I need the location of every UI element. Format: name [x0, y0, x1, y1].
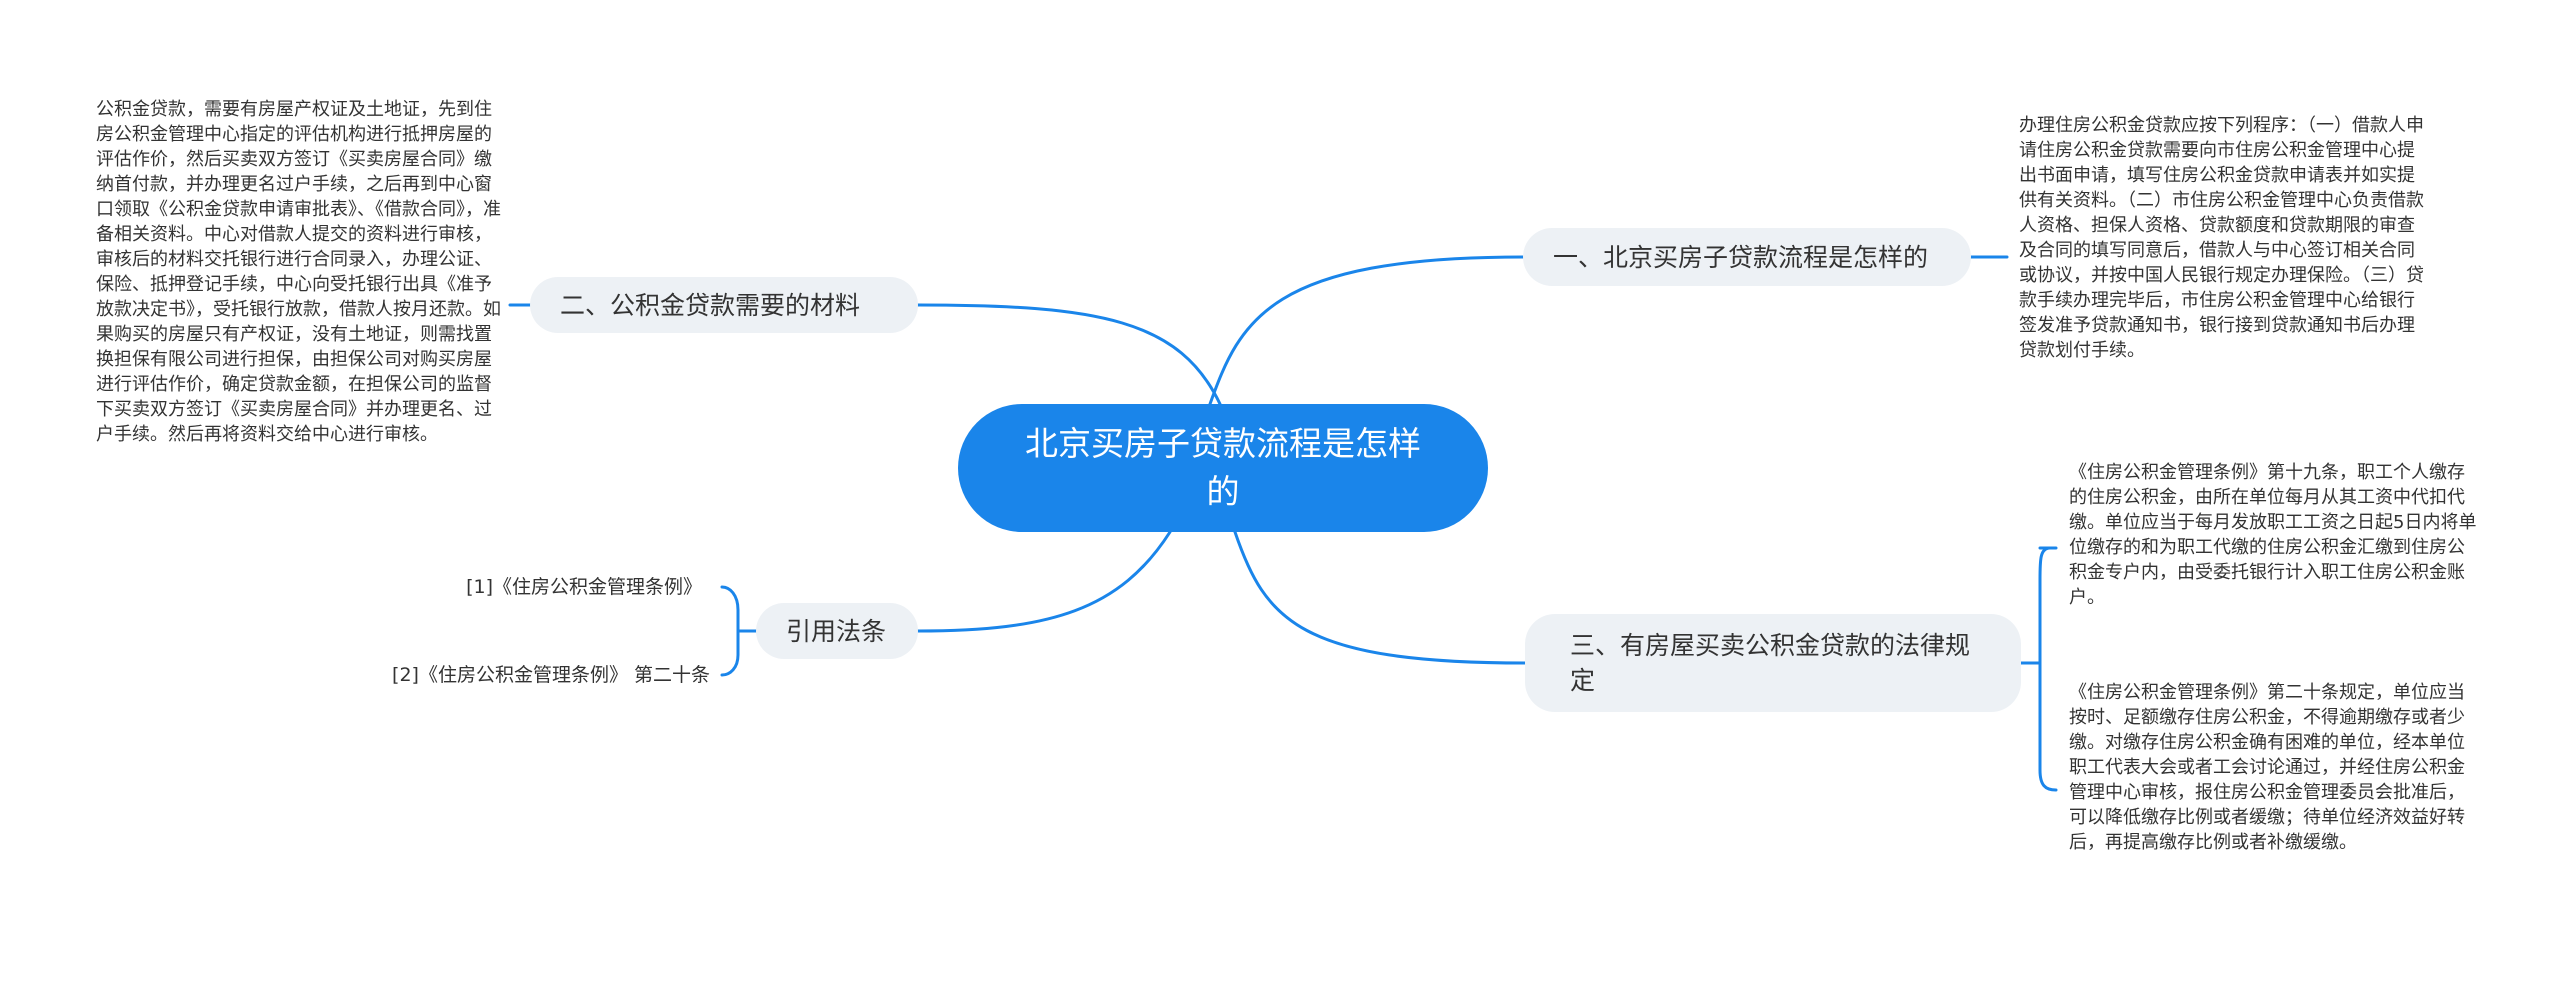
leaf-text-procedure: 办理住房公积金贷款应按下列程序：（一）借款人申请住房公积金贷款需要向市住房公积金… [2019, 115, 2424, 361]
root-topic[interactable]: 北京买房子贷款流程是怎样的 [958, 404, 1488, 532]
connector-root-branch-3 [1233, 530, 1527, 665]
connector-root-branch-4 [916, 530, 1172, 633]
reference-1: [1]《住房公积金管理条例》 [466, 576, 702, 598]
branch-topic-1-label: 一、北京买房子贷款流程是怎样的 [1553, 242, 1929, 272]
connector-root-branch-1 [1208, 255, 1525, 406]
branch-topic-2-label: 二、公积金贷款需要的材料 [560, 290, 861, 320]
root-topic-label: 北京买房子贷款流程是怎样的 [1025, 424, 1421, 511]
reference-2: [2]《住房公积金管理条例》 第二十条 [392, 664, 710, 686]
leaf-text-article-19: 《住房公积金管理条例》第十九条，职工个人缴存的住房公积金，由所在单位每月从其工资… [2069, 462, 2477, 608]
connector-branch-4-bracket [720, 585, 758, 677]
branch-topic-4-label: 引用法条 [786, 616, 887, 646]
connector-branch-3-bracket [2019, 546, 2058, 792]
connector-root-branch-2 [916, 303, 1222, 406]
branch-topic-1[interactable]: 一、北京买房子贷款流程是怎样的 [1523, 228, 1971, 286]
branch-topic-3[interactable]: 三、有房屋买卖公积金贷款的法律规定 [1525, 614, 2021, 712]
leaf-text-materials: 公积金贷款，需要有房屋产权证及土地证，先到住房公积金管理中心指定的评估机构进行抵… [96, 99, 501, 445]
branch-topic-4[interactable]: 引用法条 [756, 603, 918, 659]
branch-topic-2[interactable]: 二、公积金贷款需要的材料 [530, 277, 918, 333]
leaf-text-article-20: 《住房公积金管理条例》第二十条规定，单位应当按时、足额缴存住房公积金，不得逾期缴… [2069, 682, 2465, 853]
branch-topic-3-label: 三、有房屋买卖公积金贷款的法律规定 [1570, 631, 1971, 695]
